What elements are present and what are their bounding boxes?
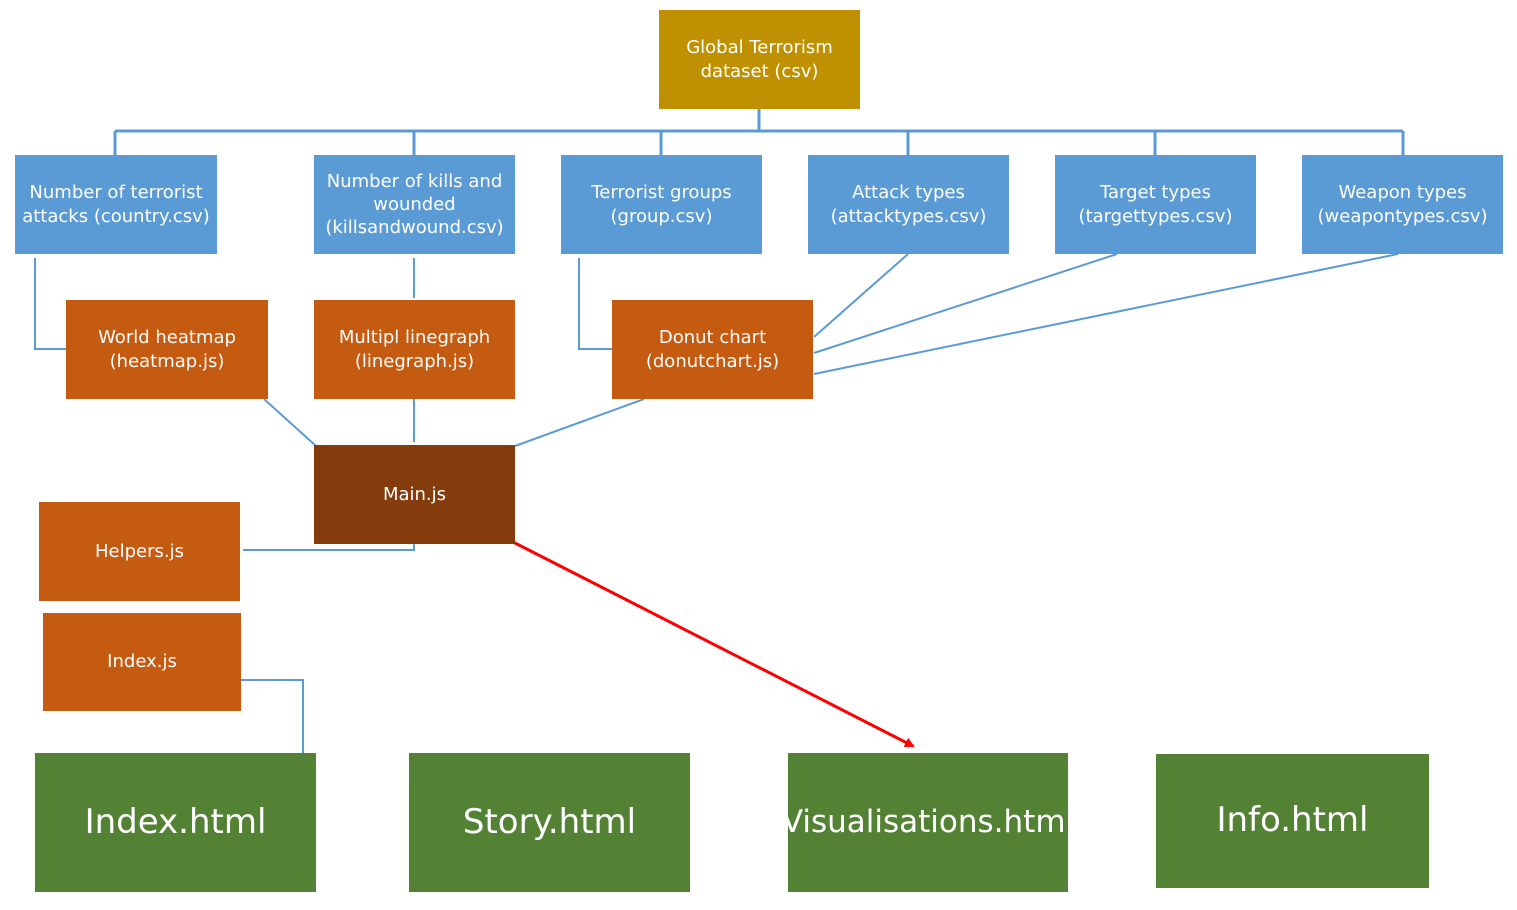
node-heatmap-js: World heatmap (heatmap.js) (66, 300, 268, 399)
node-info-html: Info.html (1156, 754, 1429, 888)
node-kills-csv: Number of kills and wounded (killsandwou… (314, 155, 515, 254)
node-info-line1: Info.html (1216, 800, 1369, 841)
node-story-line1: Story.html (462, 801, 637, 842)
node-helpers-js: Helpers.js (39, 502, 240, 601)
node-groups-line2: (group.csv) (610, 205, 713, 227)
node-groups-line1: Terrorist groups (591, 182, 732, 204)
node-target-line1: Target types (1100, 182, 1211, 204)
connector-attack-donut (813, 253, 909, 338)
node-target-line2: (targettypes.csv) (1078, 205, 1233, 227)
connector-indexjs-indexhtml (241, 679, 304, 753)
connector-target-donut (813, 253, 1118, 354)
arrow-main-visualisations (512, 540, 915, 748)
node-kills-line1: Number of kills and (326, 170, 503, 192)
node-dataset: Global Terrorism dataset (csv) (659, 10, 860, 109)
node-donut-line2: (donutchart.js) (645, 350, 780, 372)
node-visual-line1: Visualisations.html (781, 803, 1075, 840)
connector-groups-donut (578, 258, 612, 350)
node-weapon-line1: Weapon types (1338, 182, 1467, 204)
node-helpers-line1: Helpers.js (95, 540, 184, 562)
node-country-line2: attacks (country.csv) (22, 205, 210, 227)
node-kills-line3: (killsandwound.csv) (325, 217, 504, 239)
node-heatmap-line2: (heatmap.js) (109, 350, 225, 372)
node-linegraph-line2: (linegraph.js) (354, 350, 475, 372)
node-index-js: Index.js (43, 613, 241, 711)
connector-country-heatmap (34, 258, 66, 350)
node-attack-line2: (attacktypes.csv) (830, 205, 987, 227)
node-attack-csv: Attack types (attacktypes.csv) (808, 155, 1009, 254)
node-dataset-line1: Global Terrorism (686, 37, 833, 59)
connector-heatmap-main (263, 398, 317, 447)
node-indexjs-line1: Index.js (107, 651, 177, 673)
node-main-line1: Main.js (382, 483, 447, 505)
node-donut-js: Donut chart (donutchart.js) (612, 300, 813, 399)
node-attack-line1: Attack types (852, 182, 965, 204)
node-visualisations-html: Visualisations.html (782, 753, 1074, 892)
node-linegraph-js: Multipl linegraph (linegraph.js) (314, 300, 515, 399)
node-donut-line1: Donut chart (658, 327, 767, 349)
node-dataset-line2: dataset (csv) (700, 60, 819, 82)
connector-helpers-main (243, 544, 415, 551)
node-weapon-line2: (weapontypes.csv) (1317, 205, 1488, 227)
node-weapon-csv: Weapon types (weapontypes.csv) (1302, 155, 1503, 254)
node-index-html: Index.html (35, 753, 316, 892)
node-story-html: Story.html (409, 753, 690, 892)
node-kills-line2: wounded (373, 193, 456, 215)
node-country-line1: Number of terrorist (29, 182, 203, 204)
connector-donut-main (514, 398, 645, 447)
node-indexhtml-line1: Index.html (84, 801, 267, 842)
node-main-js: Main.js (314, 445, 515, 544)
node-target-csv: Target types (targettypes.csv) (1055, 155, 1256, 254)
connector-weapon-donut (813, 253, 1399, 375)
node-country-csv: Number of terrorist attacks (country.csv… (15, 155, 217, 254)
node-linegraph-line1: Multipl linegraph (338, 327, 491, 349)
node-groups-csv: Terrorist groups (group.csv) (561, 155, 762, 254)
node-heatmap-line1: World heatmap (98, 327, 236, 349)
